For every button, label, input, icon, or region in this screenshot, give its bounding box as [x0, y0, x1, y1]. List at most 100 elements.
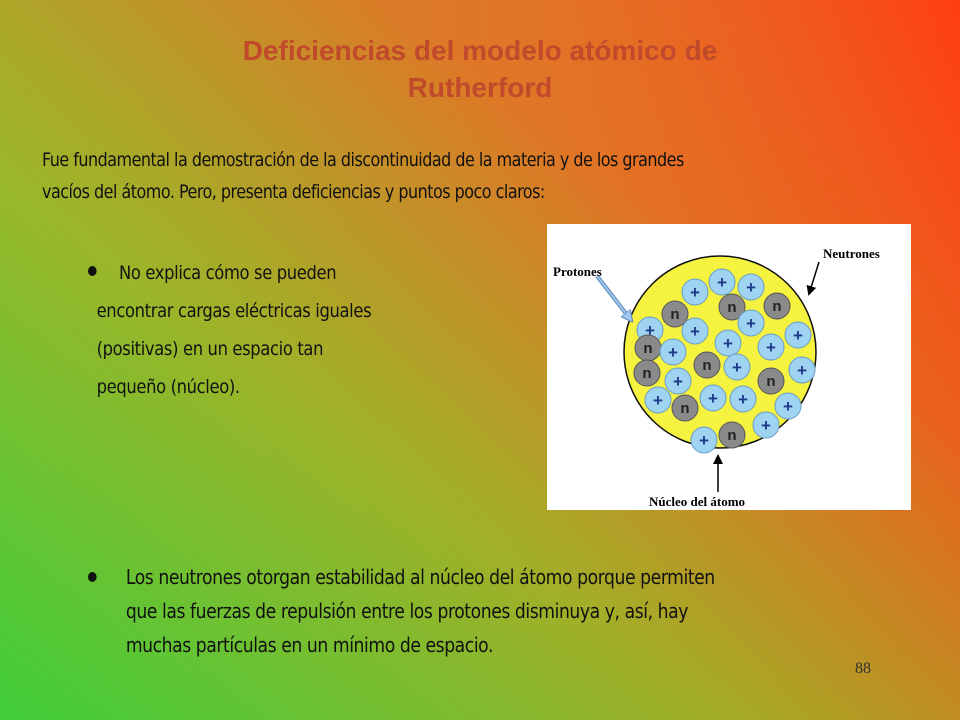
proton-circle: [681, 317, 709, 345]
proton: +: [714, 329, 742, 357]
proton-circle: [774, 392, 802, 420]
bullet-1: No explica cómo se pueden encontrar carg…: [88, 254, 458, 406]
protones-arrow: [596, 275, 631, 320]
proton-circle: [659, 338, 687, 366]
proton: +: [681, 317, 709, 345]
neutron-symbol: n: [642, 365, 651, 382]
proton-symbol: +: [653, 391, 663, 410]
proton: +: [699, 384, 727, 412]
neutron-symbol: n: [702, 357, 711, 374]
nucleus-diagram-svg: +++nnn+++++n++n++n+n++++n+n+ Protones Ne…: [553, 246, 880, 509]
proton-symbol: +: [746, 314, 756, 333]
proton-circle: [690, 426, 718, 454]
intro-line-2: vacíos del átomo. Pero, presenta deficie…: [42, 181, 545, 203]
proton-circle: [729, 385, 757, 413]
neutron-circle: [671, 394, 699, 422]
proton: +: [752, 411, 780, 439]
label-nucleo-del-atomo: Núcleo del átomo: [649, 494, 745, 509]
proton-symbol: +: [738, 390, 748, 409]
proton-symbol: +: [668, 343, 678, 362]
neutron: n: [718, 293, 746, 321]
proton-symbol: +: [732, 358, 742, 377]
bullet-1-line-1: No explica cómo se pueden: [118, 262, 337, 284]
neutron-circle: [763, 292, 791, 320]
proton: +: [664, 367, 692, 395]
title-line-1: Deficiencias del modelo atómico de: [242, 35, 718, 66]
label-neutrones: Neutrones: [823, 246, 880, 261]
intro-paragraph: Fue fundamental la demostración de la di…: [42, 144, 781, 208]
proton: +: [708, 268, 736, 296]
proton-circle: [664, 367, 692, 395]
proton: +: [659, 338, 687, 366]
neutrones-arrow: [806, 261, 820, 296]
bullet-1-line-3: (positivas) en un espacio tan: [96, 338, 324, 360]
intro-line-1: Fue fundamental la demostración de la di…: [42, 149, 684, 171]
proton-symbol: +: [717, 273, 727, 292]
proton: +: [681, 278, 709, 306]
neutron-circle: [718, 421, 746, 449]
proton-symbol: +: [645, 321, 655, 340]
proton: +: [737, 309, 765, 337]
neutron: n: [634, 334, 662, 362]
proton-circle: [708, 268, 736, 296]
slide-title: Deficiencias del modelo atómico de Ruthe…: [120, 32, 840, 106]
neutron: n: [757, 367, 785, 395]
neutron: n: [718, 421, 746, 449]
proton-symbol: +: [673, 372, 683, 391]
neutron-symbol: n: [772, 298, 781, 315]
neutron-circle: [718, 293, 746, 321]
proton-symbol: +: [699, 431, 709, 450]
proton: +: [723, 353, 751, 381]
proton-circle: [644, 386, 672, 414]
neutron-circle: [633, 359, 661, 387]
proton-symbol: +: [783, 397, 793, 416]
proton-circle: [752, 411, 780, 439]
proton-symbol: +: [766, 338, 776, 357]
proton: +: [729, 385, 757, 413]
neutron: n: [633, 359, 661, 387]
proton: +: [788, 356, 816, 384]
neutron-symbol: n: [727, 299, 736, 316]
proton-circle: [681, 278, 709, 306]
proton-circle: [784, 321, 812, 349]
proton-symbol: +: [708, 389, 718, 408]
proton: +: [757, 333, 785, 361]
proton: +: [644, 386, 672, 414]
bullet-dot: [88, 572, 97, 582]
neutron-symbol: n: [643, 340, 652, 357]
bullet-2-line-3: muchas partículas en un mínimo de espaci…: [125, 633, 494, 657]
bullet-1-line-2: encontrar cargas eléctricas iguales: [96, 300, 372, 322]
neutron-symbol: n: [680, 400, 689, 417]
proton-circle: [737, 309, 765, 337]
proton-symbol: +: [761, 416, 771, 435]
neutron-symbol: n: [670, 306, 679, 323]
neutron-symbol: n: [727, 427, 736, 444]
proton-symbol: +: [690, 283, 700, 302]
proton-symbol: +: [746, 278, 756, 297]
proton-circle: [757, 333, 785, 361]
proton-symbol: +: [723, 334, 733, 353]
neutron-circle: [693, 351, 721, 379]
neutron: n: [671, 394, 699, 422]
neutron-circle: [661, 300, 689, 328]
proton-circle: [699, 384, 727, 412]
neutron: n: [693, 351, 721, 379]
neutron: n: [661, 300, 689, 328]
proton: +: [774, 392, 802, 420]
neutron-symbol: n: [766, 373, 775, 390]
proton-circle: [737, 273, 765, 301]
bullet-2: Los neutrones otorgan estabilidad al núc…: [88, 560, 862, 662]
bullet-dot: [88, 266, 97, 276]
bullet-1-line-4: pequeño (núcleo).: [96, 376, 240, 398]
proton-circle: [714, 329, 742, 357]
bullet-2-line-2: que las fuerzas de repulsión entre los p…: [125, 599, 689, 623]
proton-symbol: +: [797, 361, 807, 380]
proton-circle: [788, 356, 816, 384]
proton: +: [737, 273, 765, 301]
title-line-2: Rutherford: [407, 72, 553, 103]
bullet-2-line-1: Los neutrones otorgan estabilidad al núc…: [125, 565, 715, 589]
particles-group: +++nnn+++++n++n++n+n++++n+n+: [633, 268, 816, 454]
proton-symbol: +: [793, 326, 803, 345]
